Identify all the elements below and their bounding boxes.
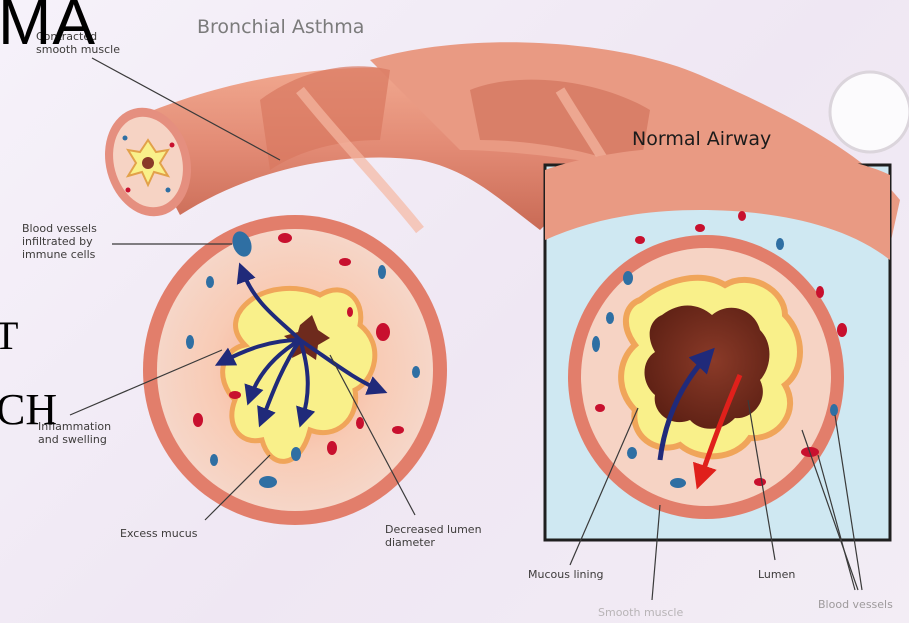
normal-airway-title: Normal Airway xyxy=(632,128,771,150)
slide-title-fragment: MA xyxy=(0,0,96,54)
decorative-circle xyxy=(830,72,909,152)
slide-text-fragment-t: T xyxy=(0,316,18,356)
normal-airway-panel xyxy=(545,146,890,540)
asthma-airway-cross-section xyxy=(143,215,447,525)
label-blood-vessels: Blood vessels xyxy=(818,598,893,611)
slide-text-fragment-ch: CH xyxy=(0,388,57,432)
label-smooth-muscle-normal: Smooth muscle xyxy=(598,606,683,619)
label-excess-mucus: Excess mucus xyxy=(120,527,197,540)
label-mucous-lining: Mucous lining xyxy=(528,568,604,581)
label-blood-vessels-infiltrated: Blood vessels infiltrated by immune cell… xyxy=(22,222,108,261)
label-lumen: Lumen xyxy=(758,568,795,581)
label-decreased-lumen: Decreased lumen diameter xyxy=(385,523,485,549)
diagram-title: Bronchial Asthma xyxy=(197,16,364,38)
